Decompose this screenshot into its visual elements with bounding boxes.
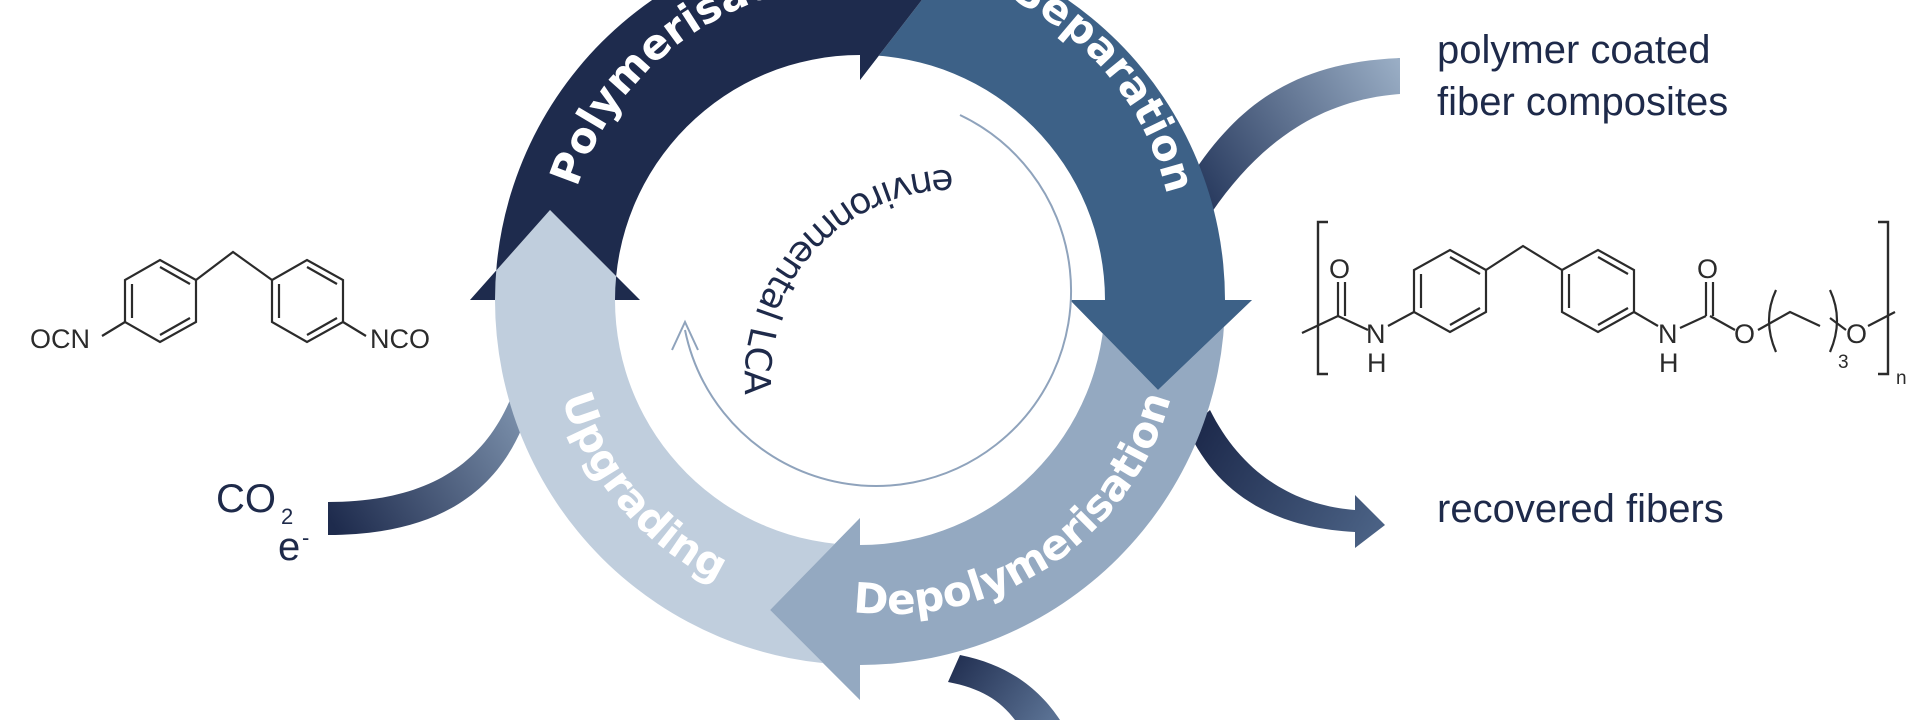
lca-arrow-head: [671, 319, 699, 351]
mdi-molecule: OCN NCO: [30, 250, 430, 354]
segment-separation: [860, 0, 1252, 390]
co2-subscript: 2: [281, 504, 293, 529]
nh-nitrogen-2: N: [1658, 319, 1678, 349]
repeat-subscript: 3: [1838, 352, 1849, 373]
recovered-fibers-arrow: [1188, 410, 1385, 548]
nh-hydrogen-1: H: [1367, 348, 1387, 378]
electron-label: e: [278, 525, 300, 569]
co2-label: CO: [216, 477, 276, 521]
nh-nitrogen-1: N: [1366, 319, 1386, 349]
recovered-fibers-label: recovered fibers: [1437, 487, 1724, 531]
composites-label-line1: polymer coated: [1437, 28, 1710, 72]
segment-polymerisation: [470, 0, 922, 300]
nco-group: NCO: [370, 324, 430, 354]
electron-superscript: -: [302, 525, 309, 550]
environmental-lca-label: environmental LCA: [736, 161, 955, 396]
nh-hydrogen-2: H: [1659, 348, 1679, 378]
chain-oxygen: O: [1846, 319, 1867, 349]
carbonyl-oxygen-1: O: [1329, 254, 1350, 284]
lca-arc-arrow: [684, 114, 1073, 487]
ester-oxygen: O: [1734, 319, 1755, 349]
segment-upgrading: [470, 210, 860, 700]
carbonyl-oxygen-2: O: [1697, 254, 1718, 284]
segment-depolymerisation: [770, 300, 1252, 700]
ocn-group: OCN: [30, 324, 90, 354]
composites-label-line2: fiber composites: [1437, 80, 1728, 124]
bottom-output-arrow: [948, 655, 1060, 720]
n-subscript: n: [1896, 368, 1907, 389]
composite-input-arrow: [1190, 58, 1400, 212]
co2-input-arrow: [328, 400, 522, 535]
polyurethane-structure: O N H N H O O 3 O n: [1301, 220, 1907, 389]
